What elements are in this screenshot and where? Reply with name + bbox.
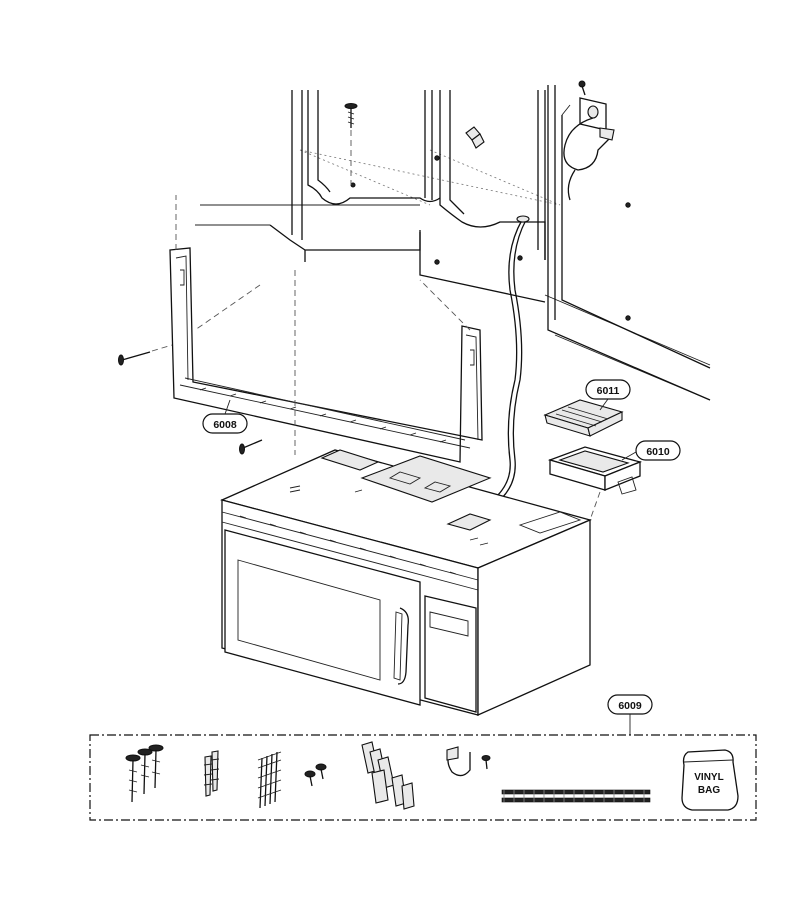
- callout-6008: 6008: [202, 399, 248, 434]
- mounting-plate: [169, 195, 483, 463]
- exhaust-grille: [543, 399, 624, 437]
- vinyl-bag-label-line2: BAG: [698, 785, 720, 796]
- side-screw-right: [239, 439, 263, 455]
- callout-6009: 6009: [607, 694, 653, 735]
- wall-anchors: [203, 750, 220, 797]
- side-screw-left: [118, 344, 173, 366]
- callout-6009-label: 6009: [618, 700, 642, 712]
- upper-cabinets: [195, 85, 711, 401]
- callout-6008-label: 6008: [213, 419, 237, 431]
- vinyl-bag: VINYL BAG: [681, 749, 739, 811]
- damper-duct: [547, 446, 643, 521]
- wall-outlet: [563, 80, 615, 201]
- callout-6010-label: 6010: [646, 446, 670, 458]
- filler-strips: [501, 789, 651, 803]
- callout-6010: 6010: [621, 440, 681, 461]
- small-screws: [304, 763, 327, 787]
- callout-6011: 6011: [585, 379, 631, 411]
- power-cord: [497, 215, 530, 499]
- toggle-wings: [361, 741, 415, 810]
- top-mounting-screw: [344, 103, 358, 185]
- toggle-bolts-kit: [257, 751, 282, 809]
- callout-6011-label: 6011: [597, 385, 620, 397]
- vinyl-bag-label-line1: VINYL: [694, 772, 723, 783]
- long-screws: [125, 744, 164, 803]
- cord-clamp: [446, 746, 491, 777]
- microwave-oven: [220, 449, 592, 717]
- hardware-kit: VINYL BAG: [89, 734, 757, 821]
- toggle-bolt: [465, 126, 485, 149]
